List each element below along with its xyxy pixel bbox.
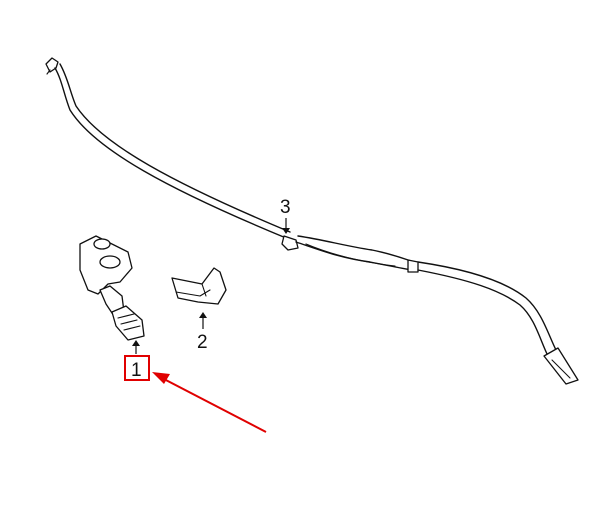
retaining-clip (171, 267, 227, 305)
callout-3-label: 3 (280, 197, 291, 218)
callout-3-arrowhead (282, 228, 290, 234)
hose-segment-left-a (54, 67, 287, 239)
hose-connector (281, 235, 299, 251)
hose-end-fitting-bottom (543, 347, 579, 385)
highlight-arrow-shaft (161, 377, 267, 433)
hose-segment-left-b (59, 63, 291, 233)
washer-nozzle (79, 235, 145, 341)
callout-1-label: 1 (131, 360, 142, 381)
callout-1-highlight-box (124, 355, 150, 381)
hose-segment-right-b (417, 261, 557, 351)
nozzle-port-upper (93, 238, 111, 250)
nozzle-port-lower (99, 255, 121, 269)
hose-collar (407, 259, 419, 273)
clip-body (171, 267, 227, 305)
callout-1-arrowhead (132, 340, 140, 346)
highlight-arrow-head (152, 372, 170, 384)
callout-2-arrowhead (199, 312, 207, 318)
callout-2-label: 2 (197, 332, 208, 353)
hose-segment-mid-b (297, 235, 415, 263)
hose-segment-right-a (417, 269, 549, 357)
nozzle-check-valve (111, 305, 145, 341)
washer-hose (45, 57, 579, 385)
